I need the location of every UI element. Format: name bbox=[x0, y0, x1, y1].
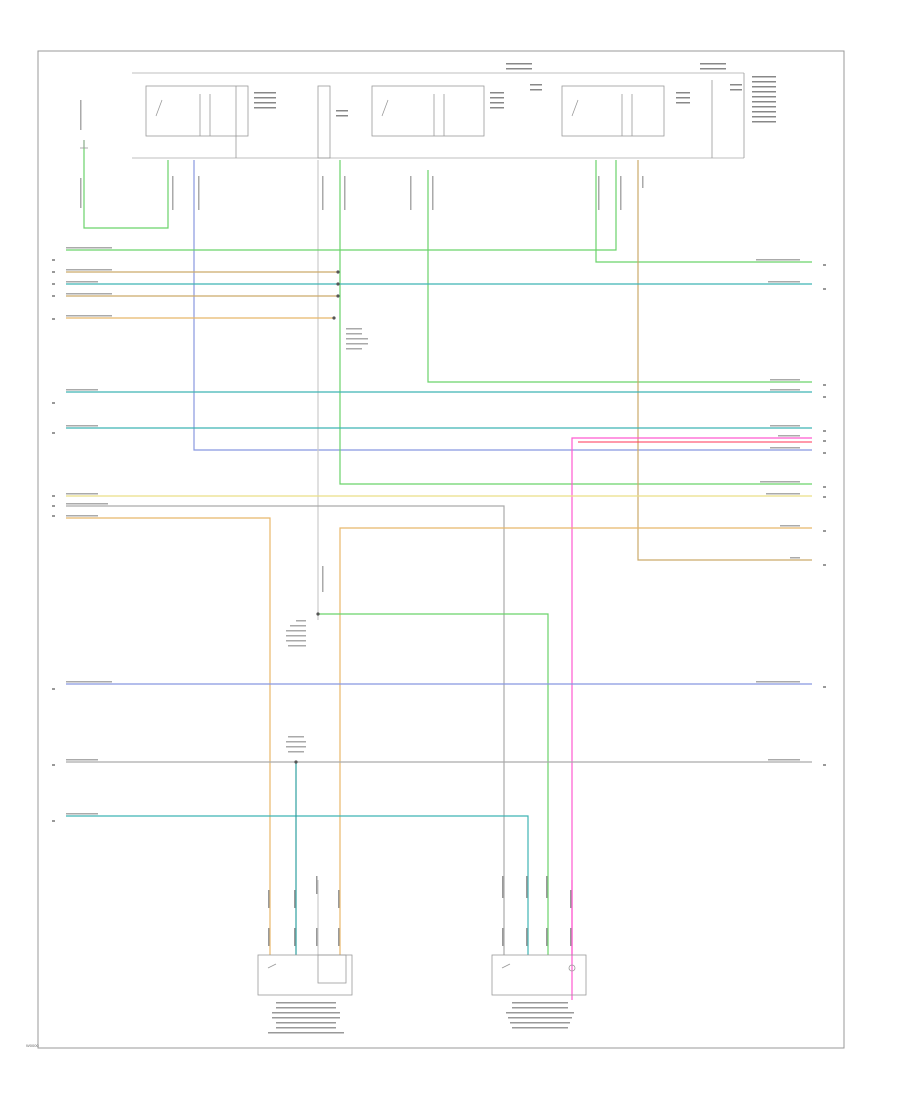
vertical-wires-top bbox=[66, 140, 812, 620]
header-labels bbox=[254, 63, 776, 123]
module-box-3 bbox=[561, 85, 665, 137]
splice-label-mid bbox=[286, 620, 306, 753]
connector-right bbox=[491, 876, 587, 1029]
wire-label-marks bbox=[66, 247, 800, 815]
horizontal-wires bbox=[66, 271, 812, 1000]
fuse-block bbox=[317, 85, 331, 159]
page-border bbox=[37, 50, 845, 1049]
right-pin-marks bbox=[823, 264, 826, 766]
splice-dots bbox=[294, 270, 340, 764]
left-pin-marks bbox=[52, 259, 55, 822]
module-box-1 bbox=[145, 85, 249, 158]
vertical-label-marks bbox=[80, 100, 644, 592]
ground-symbol bbox=[80, 140, 88, 149]
module-box-2 bbox=[371, 85, 485, 137]
page-code: W0000 bbox=[26, 1043, 39, 1048]
connector-left bbox=[257, 876, 353, 1034]
